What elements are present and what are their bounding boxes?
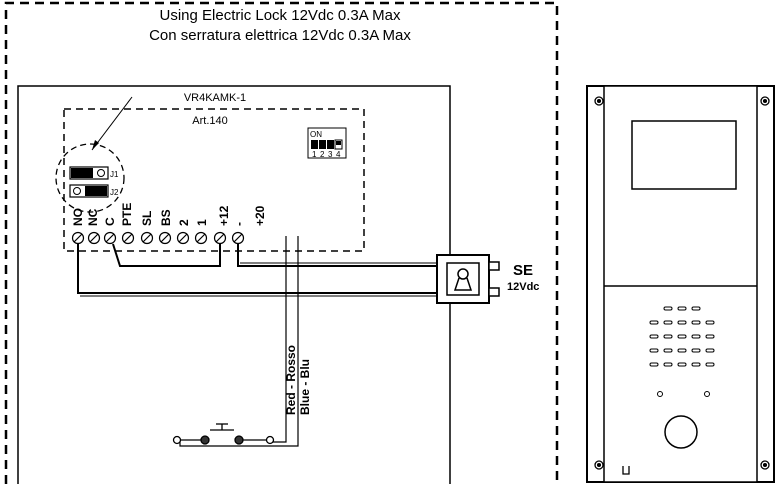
wire-blue-label: Blue - Blu <box>298 359 312 415</box>
intercom-panel <box>586 85 775 483</box>
cable-outline <box>80 262 437 297</box>
jumper-highlight-circle <box>55 143 125 213</box>
pushbutton-wires <box>179 236 299 447</box>
terminal-label-c: C <box>103 217 117 226</box>
terminal-labels: NO NC C PTE SL BS 2 1 +12 - +20 <box>71 203 267 226</box>
panel-latch-icon <box>622 466 630 475</box>
board-label: Art.140 <box>192 115 227 127</box>
terminal-label-1: 1 <box>195 219 209 226</box>
terminal-label-nc: NC <box>86 208 100 226</box>
led-right-icon <box>704 391 710 397</box>
terminal-label-no: NO <box>71 208 85 226</box>
terminal-label-minus: - <box>232 222 246 226</box>
terminal-label-plus20: +20 <box>253 205 267 226</box>
terminal-label-pte: PTE <box>120 203 134 226</box>
module-model-label: VR4KAMK-1 <box>184 92 246 104</box>
jumper-j1-label: J1 <box>110 170 119 179</box>
jumper-j2: J2 <box>69 184 119 198</box>
panel-screws <box>594 96 770 470</box>
wiring <box>77 243 437 294</box>
dip-switch: ON 1 2 3 4 <box>307 127 347 159</box>
wire-no-to-lock <box>77 244 437 294</box>
camera-window <box>631 120 737 190</box>
dip-on-label: ON <box>310 130 322 139</box>
pushbutton-switch-icon <box>172 423 275 445</box>
module-panel-outline <box>17 85 451 484</box>
lock-voltage-label: 12Vdc <box>507 281 539 293</box>
call-button <box>664 415 698 449</box>
diagram-title-english: Using Electric Lock 12Vdc 0.3A Max <box>159 7 401 24</box>
dip-number-4: 4 <box>336 150 341 159</box>
dip-number-1: 1 <box>312 150 317 159</box>
terminal-block <box>71 231 245 245</box>
dip-number-2: 2 <box>320 150 325 159</box>
wire-red <box>270 236 287 443</box>
speaker-grille <box>649 306 715 367</box>
board-dashed-outline <box>63 108 365 252</box>
dip-number-3: 3 <box>328 150 333 159</box>
wire-c-to-plus12 <box>112 243 221 267</box>
terminal-label-sl: SL <box>140 211 154 226</box>
terminal-label-plus12: +12 <box>217 205 231 226</box>
terminal-label-2: 2 <box>177 219 191 226</box>
diagram-title-italian: Con serratura elettrica 12Vdc 0.3A Max <box>149 27 411 44</box>
wire-blue <box>179 236 299 447</box>
pointer-line <box>91 96 133 151</box>
lock-code-label: SE <box>513 262 533 279</box>
jumper-j2-label: J2 <box>110 188 119 197</box>
terminal-label-bs: BS <box>159 209 173 226</box>
wire-red-label: Red - Rosso <box>284 345 298 415</box>
led-left-icon <box>657 391 663 397</box>
enclosure-dashed-border <box>4 1 559 484</box>
wire-minus-to-lock <box>237 244 437 267</box>
jumper-j1: J1 <box>69 166 119 180</box>
electric-lock-icon <box>436 254 500 304</box>
